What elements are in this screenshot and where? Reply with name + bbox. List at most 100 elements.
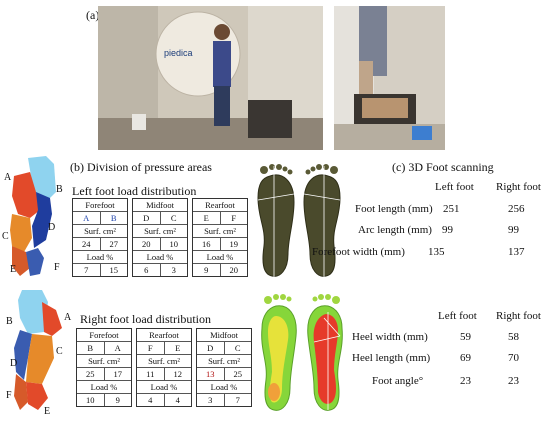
zone-col: E [193, 212, 221, 224]
zone-col: C [234, 343, 241, 353]
load-label: Load % [146, 252, 174, 262]
surf-value: 27 [109, 239, 119, 249]
left-foot-title: Left foot load distribution [72, 184, 197, 198]
measure-label: Foot angle° [372, 375, 424, 387]
right-zone-label-f: F [6, 390, 12, 401]
left-foot-pressure-map [10, 156, 56, 276]
right-zone-label-d: D [10, 358, 18, 369]
measure-left-value: 99 [442, 224, 453, 236]
surf-value: 20 [133, 238, 161, 250]
surf-label: Surf. cm² [208, 356, 240, 366]
load-value: 20 [229, 265, 239, 275]
load-label: Load % [210, 382, 238, 392]
measure-left-value: 135 [428, 246, 445, 258]
panel-a-label: (a) [86, 8, 100, 22]
table-name: Midfoot [146, 200, 174, 210]
zone-col: C [170, 213, 177, 223]
photo-scanning-room: piedica [98, 6, 323, 150]
col-right-foot-top: Right foot [496, 181, 541, 193]
measure-label: Arc length (mm) [358, 224, 432, 236]
surf-label: Surf. cm² [84, 226, 116, 236]
left-zone-label-d: D [48, 222, 56, 233]
photo-foot-scanner [334, 6, 445, 150]
load-label: Load % [86, 252, 114, 262]
table-name: Midfoot [210, 330, 238, 340]
table-name: Forefoot [85, 200, 115, 210]
zone-col: F [137, 342, 165, 354]
load-value: 15 [109, 265, 119, 275]
measure-right-value: 99 [508, 224, 519, 236]
load-value: 9 [115, 395, 120, 405]
panel-c-title: 3D Foot scanning [408, 160, 494, 174]
surf-value: 19 [229, 239, 239, 249]
surf-label: Surf. cm² [204, 226, 236, 236]
measure-label: Heel width (mm) [352, 331, 428, 343]
surf-value: 10 [169, 239, 179, 249]
load-value: 7 [73, 264, 101, 276]
zone-col: A [73, 212, 101, 224]
measure-label: Heel length (mm) [352, 352, 431, 364]
measure-right-value: 70 [508, 352, 519, 364]
load-value: 6 [133, 264, 161, 276]
left-zone-label-c: C [2, 231, 9, 242]
surf-value: 16 [193, 238, 221, 250]
measure-left-value: 59 [460, 331, 471, 343]
surf-value: 24 [73, 238, 101, 250]
measure-label: Forefoot width (mm) [312, 246, 405, 258]
measure-right-value: 137 [508, 246, 525, 258]
load-value: 3 [197, 394, 225, 406]
right-zone-label-e: E [44, 406, 51, 417]
right-foot-title: Right foot load distribution [80, 312, 211, 326]
measure-right-value: 256 [508, 203, 525, 215]
room-illustration [98, 6, 323, 150]
zone-col: D [197, 342, 225, 354]
col-left-foot-bottom: Left foot [438, 310, 477, 322]
load-value: 4 [175, 395, 180, 405]
zone-col: B [110, 213, 117, 223]
left-zone-label-e: E [10, 264, 17, 275]
right-zone-label-a: A [64, 312, 72, 323]
measure-left-value: 23 [460, 375, 471, 387]
scanner-illustration [334, 6, 445, 150]
load-label: Load % [206, 252, 234, 262]
table-name: Rearfoot [149, 330, 179, 340]
load-value: 7 [235, 395, 240, 405]
surf-value: 12 [173, 369, 183, 379]
panel-c-label: (c) [392, 160, 406, 174]
zone-col: E [175, 343, 181, 353]
measure-left-value: 69 [460, 352, 471, 364]
zone-col: A [114, 343, 121, 353]
left-zone-label-a: A [4, 172, 12, 183]
right-zone-label-b: B [6, 316, 13, 327]
panel-b-title: Division of pressure areas [87, 160, 212, 174]
surf-label: Surf. cm² [88, 356, 120, 366]
measure-right-value: 23 [508, 375, 519, 387]
table-name: Forefoot [89, 330, 119, 340]
left-zone-label-f: F [54, 262, 60, 273]
measure-left-value: 251 [443, 203, 460, 215]
load-value: 4 [137, 394, 165, 406]
load-value: 10 [77, 394, 105, 406]
load-value: 3 [171, 265, 176, 275]
right-zone-label-c: C [56, 346, 63, 357]
col-right-foot-bottom: Right foot [496, 310, 541, 322]
zone-col: D [133, 212, 161, 224]
foot-scan-sole-image [257, 164, 341, 278]
panel-c-heading: (c) 3D Foot scanning [392, 160, 494, 175]
panel-b-label: (b) [70, 160, 84, 174]
right-foot-pressure-map [14, 290, 62, 410]
measure-label: Foot length (mm) [355, 203, 433, 215]
measure-right-value: 58 [508, 331, 519, 343]
load-label: Load % [150, 382, 178, 392]
panel-b-heading: (b) Division of pressure areas [70, 160, 212, 175]
sign-text: piedica [164, 48, 193, 58]
load-value: 9 [193, 264, 221, 276]
load-label: Load % [90, 382, 118, 392]
zone-col: F [231, 213, 237, 223]
surf-value: 17 [113, 369, 123, 379]
